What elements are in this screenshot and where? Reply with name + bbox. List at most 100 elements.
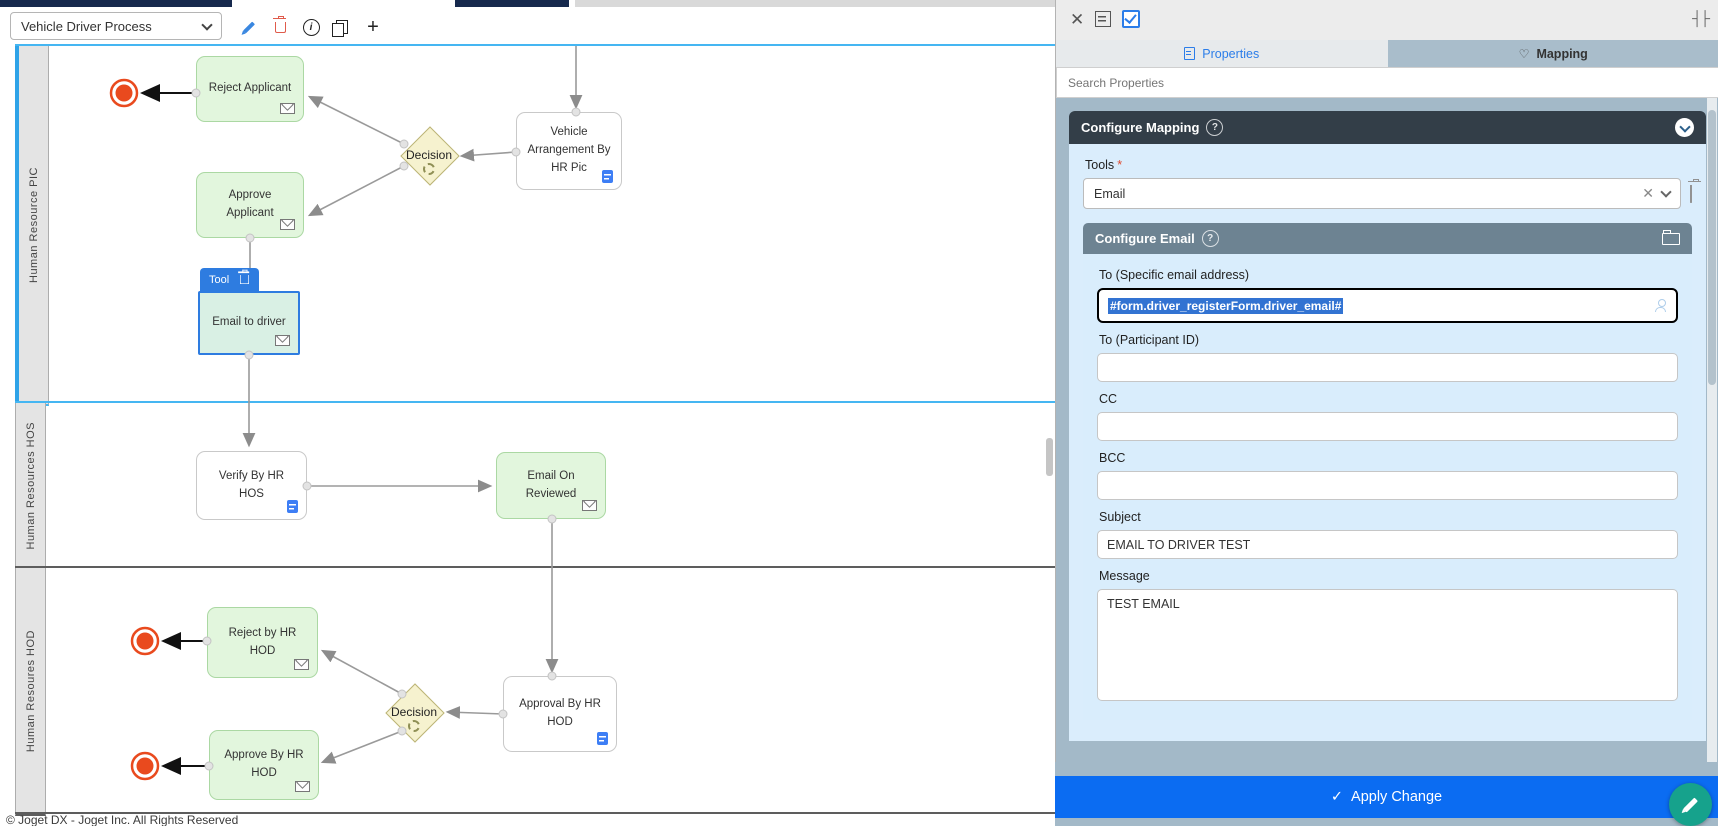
tools-select[interactable]: Email ✕: [1083, 178, 1681, 209]
tool-tag-label: Tool: [209, 273, 230, 286]
node-reject-hr-hod[interactable]: Reject by HR HOD: [207, 607, 318, 678]
process-selector-value: Vehicle Driver Process: [21, 18, 152, 34]
plus-icon: +: [367, 16, 379, 38]
tab-label: Properties: [1202, 46, 1260, 61]
panel-scrollbar-thumb[interactable]: [1708, 110, 1716, 385]
panel-scrollbar-track[interactable]: [1707, 98, 1717, 762]
subject-label: Subject: [1099, 510, 1141, 524]
checkbox-icon[interactable]: [1122, 10, 1141, 28]
lane-label: Human Resoures HOD: [24, 629, 37, 753]
node-label: Approval By HR HOD: [519, 698, 601, 728]
properties-tab-icon: [1184, 47, 1196, 60]
edit-fab-button[interactable]: [1669, 783, 1712, 826]
browser-strip-mid: [455, 0, 569, 7]
lane-strip-hr-hod[interactable]: Human Resoures HOD: [15, 567, 46, 816]
add-process-button[interactable]: +: [364, 16, 382, 38]
lane-strip-hr-hos[interactable]: Human Resources HOS: [15, 402, 46, 570]
tab-mapping[interactable]: ♡ Mapping: [1387, 40, 1718, 67]
browser-strip-left: [0, 0, 232, 7]
configure-email-card: Configure Email ? To (Specific email add…: [1083, 223, 1692, 720]
node-email-on-reviewed[interactable]: Email On Reviewed: [496, 452, 606, 519]
edit-process-button[interactable]: [240, 18, 258, 36]
node-label: Verify By HR HOS: [218, 469, 285, 500]
node-verify-hr-hos[interactable]: Verify By HR HOS: [196, 451, 307, 520]
tab-label: Mapping: [1536, 46, 1588, 61]
collapse-section-button[interactable]: [1675, 118, 1694, 137]
remove-tool-button[interactable]: [1690, 184, 1692, 203]
delete-process-button[interactable]: [271, 15, 289, 36]
panel-content-wrapper: Configure Mapping ? Tools* Email ✕: [1056, 98, 1718, 762]
email-icon: [294, 659, 309, 670]
required-asterisk: *: [1117, 158, 1123, 172]
bcc-input[interactable]: [1097, 471, 1678, 500]
lane-label: Human Resource PIC: [27, 167, 40, 283]
close-icon[interactable]: ✕: [1070, 9, 1085, 29]
search-properties-input[interactable]: [1056, 67, 1718, 98]
cc-label: CC: [1099, 392, 1118, 406]
configure-email-body: To (Specific email address) #form.driver…: [1083, 254, 1692, 720]
to-specific-label: To (Specific email address): [1099, 268, 1250, 282]
email-icon: [582, 500, 597, 511]
lane-border-top: [15, 44, 1055, 46]
apply-change-button[interactable]: ✓ Apply Change: [1055, 776, 1718, 818]
to-participant-label: To (Participant ID): [1099, 333, 1200, 347]
node-label: Reject by HR HOD: [228, 626, 297, 657]
node-label: Email On Reviewed: [525, 469, 577, 500]
copy-process-button[interactable]: [332, 18, 351, 37]
configure-email-header[interactable]: Configure Email ?: [1083, 223, 1692, 254]
trash-icon[interactable]: [238, 269, 250, 285]
email-icon: [280, 219, 295, 230]
email-icon: [295, 781, 310, 792]
canvas-toolbar: i +: [240, 15, 382, 38]
help-icon[interactable]: ?: [1201, 230, 1219, 247]
node-approve-hr-hod[interactable]: Approve By HR HOD: [209, 730, 319, 800]
decision-1-label: Decision: [389, 148, 469, 175]
help-icon[interactable]: ?: [1206, 119, 1224, 136]
pencil-icon: [242, 20, 256, 34]
properties-panel: ✕ ┤├ Properties ♡ Mapping Configure Mapp…: [1055, 0, 1718, 826]
lane-strip-hr-pic[interactable]: Human Resource PIC: [15, 44, 49, 406]
message-textarea[interactable]: TEST EMAIL: [1097, 589, 1678, 701]
form-panel-icon[interactable]: [1095, 11, 1112, 27]
collapse-panel-icon[interactable]: ┤├: [1692, 10, 1710, 26]
canvas-scrollbar[interactable]: [1046, 438, 1053, 476]
tools-select-value: Email: [1094, 186, 1126, 201]
node-approve-applicant[interactable]: Approve Applicant: [196, 172, 304, 238]
tool-tag[interactable]: Tool: [200, 268, 260, 291]
lane-border-hos-hod: [15, 566, 1055, 568]
check-icon: ✓: [1330, 789, 1344, 805]
tab-properties[interactable]: Properties: [1056, 40, 1388, 67]
message-label: Message: [1099, 569, 1150, 583]
configure-email-title: Configure Email: [1095, 231, 1195, 246]
decision-2-label: Decision: [374, 705, 454, 732]
apply-change-label: Apply Change: [1351, 789, 1443, 805]
info-button[interactable]: i: [302, 18, 320, 36]
configure-mapping-body: Tools* Email ✕ Configure Email ?: [1069, 144, 1706, 741]
node-vehicle-arrangement[interactable]: Vehicle Arrangement By HR Pic: [516, 112, 622, 190]
panel-header-icons: ✕: [1070, 9, 1141, 29]
node-email-to-driver[interactable]: Email to driver: [198, 291, 300, 355]
node-reject-applicant[interactable]: Reject Applicant: [196, 56, 304, 122]
gear-icon: [408, 720, 420, 732]
process-selector-dropdown[interactable]: Vehicle Driver Process: [10, 12, 222, 40]
footer-copyright: © Joget DX - Joget Inc. All Rights Reser…: [6, 813, 239, 826]
to-participant-input[interactable]: [1097, 353, 1678, 382]
subject-input[interactable]: [1097, 530, 1678, 559]
to-specific-input[interactable]: #form.driver_registerForm.driver_email#: [1097, 288, 1678, 323]
bcc-label: BCC: [1099, 451, 1126, 465]
selected-hash-variable: #form.driver_registerForm.driver_email#: [1108, 297, 1344, 314]
folder-open-icon[interactable]: [1662, 229, 1680, 245]
cc-input[interactable]: [1097, 412, 1678, 441]
chevron-down-icon: [201, 18, 213, 31]
person-icon[interactable]: [1654, 299, 1667, 312]
form-icon: [287, 500, 298, 513]
panel-tabs: Properties ♡ Mapping: [1056, 40, 1718, 67]
mapping-tab-icon: ♡: [1518, 46, 1530, 61]
configure-mapping-header[interactable]: Configure Mapping ?: [1069, 111, 1706, 144]
clear-selection-icon[interactable]: ✕: [1642, 185, 1654, 201]
form-icon: [597, 732, 608, 745]
lane-border-selected[interactable]: [15, 401, 1055, 403]
trash-icon: [272, 15, 286, 33]
node-label: Approve Applicant: [226, 189, 274, 219]
node-approval-hr-hod[interactable]: Approval By HR HOD: [503, 676, 617, 752]
